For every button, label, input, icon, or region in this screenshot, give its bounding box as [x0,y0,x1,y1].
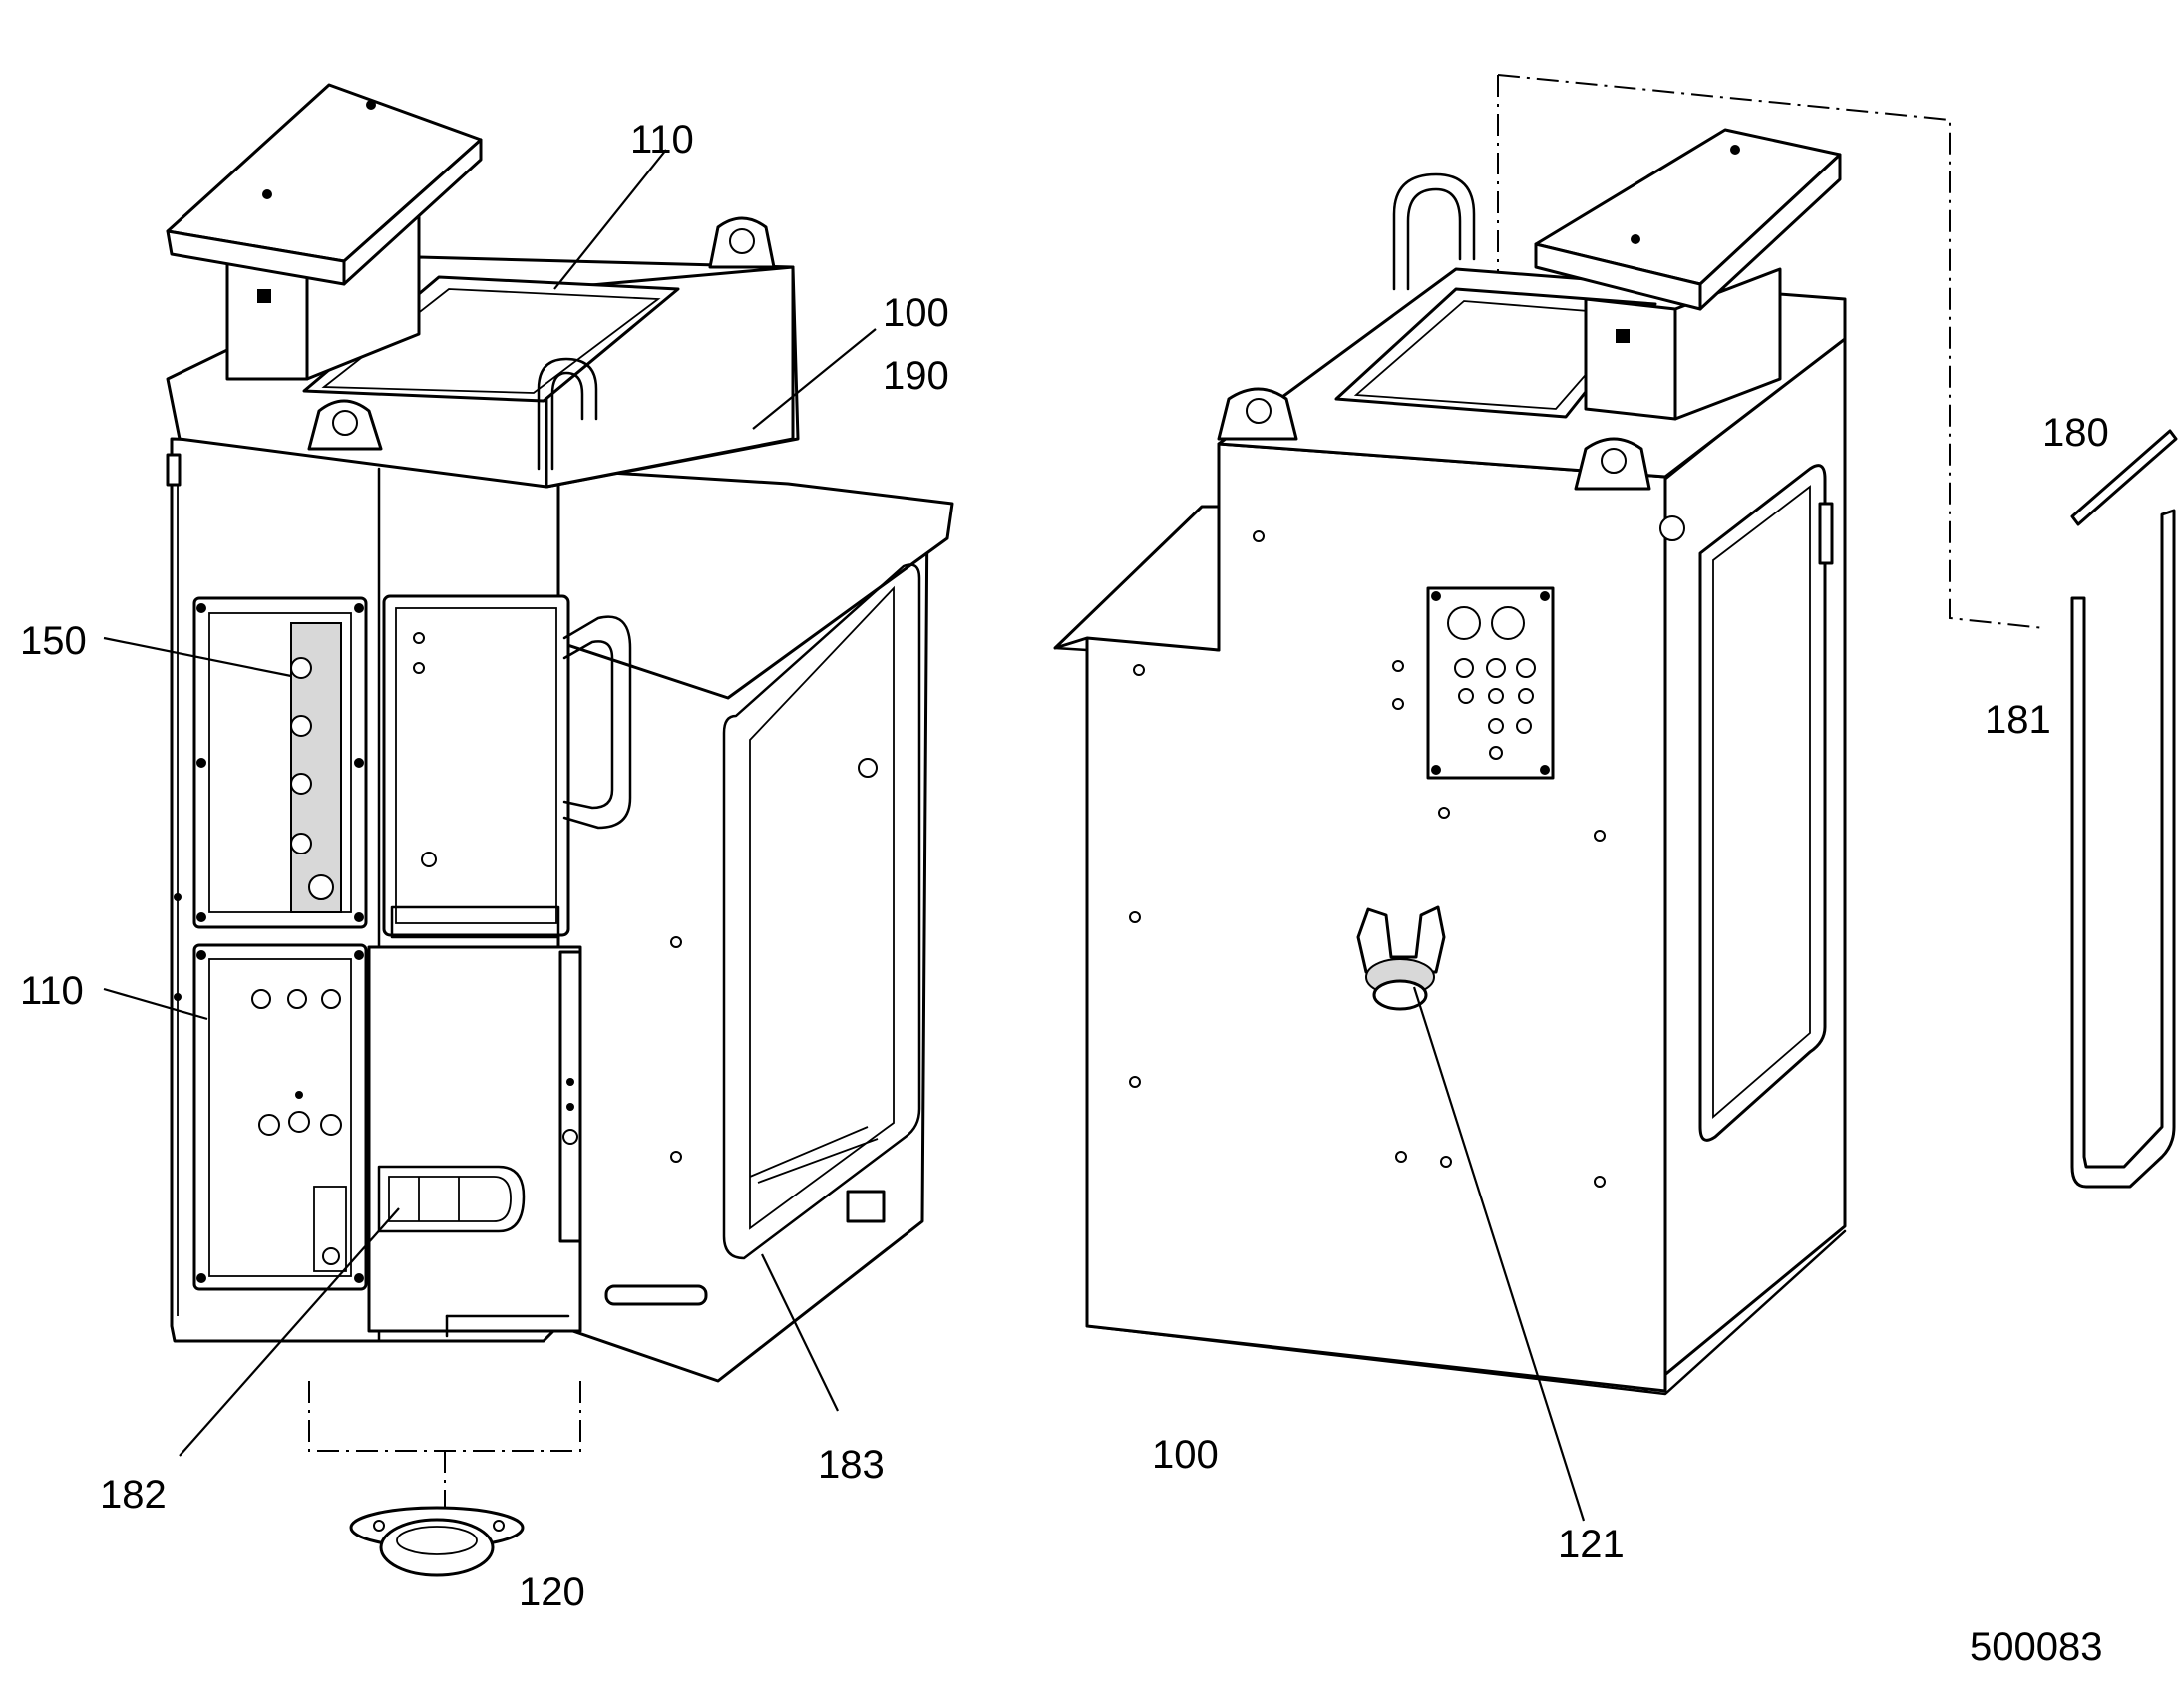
right-cabinet-assembly [1053,74,2045,1396]
callout-121: 121 [1558,1523,1625,1566]
callout-100-top: 100 [883,291,949,335]
callout-182: 182 [100,1473,167,1517]
gasket-181 [2070,509,2176,1189]
callout-labels: 110 100 190 150 110 182 183 120 100 121 … [20,118,2109,1669]
lifting-eye-right [708,216,776,269]
callout-181: 181 [1985,698,2051,742]
vent-hood [166,83,483,381]
figure-id: 500083 [1970,1625,2102,1669]
grommet-120 [349,1506,525,1577]
leader-lines [103,149,1586,1522]
callout-120: 120 [519,1570,585,1614]
left-cabinet-assembly [166,83,954,1577]
panel-150 [192,596,368,929]
callout-100-bottom: 100 [1152,1433,1219,1477]
callout-183: 183 [818,1443,885,1487]
callout-150: 150 [20,619,87,663]
callout-180: 180 [2042,411,2109,455]
callout-190: 190 [883,354,949,398]
cable-gland-121 [1356,905,1446,1011]
callout-110-side: 110 [20,969,84,1013]
gasket-180 [2070,429,2178,526]
panel-110-side [192,943,368,1291]
gland-plate [1426,586,1555,780]
lifting-eye-left [307,399,383,451]
callout-110-top: 110 [630,118,694,162]
